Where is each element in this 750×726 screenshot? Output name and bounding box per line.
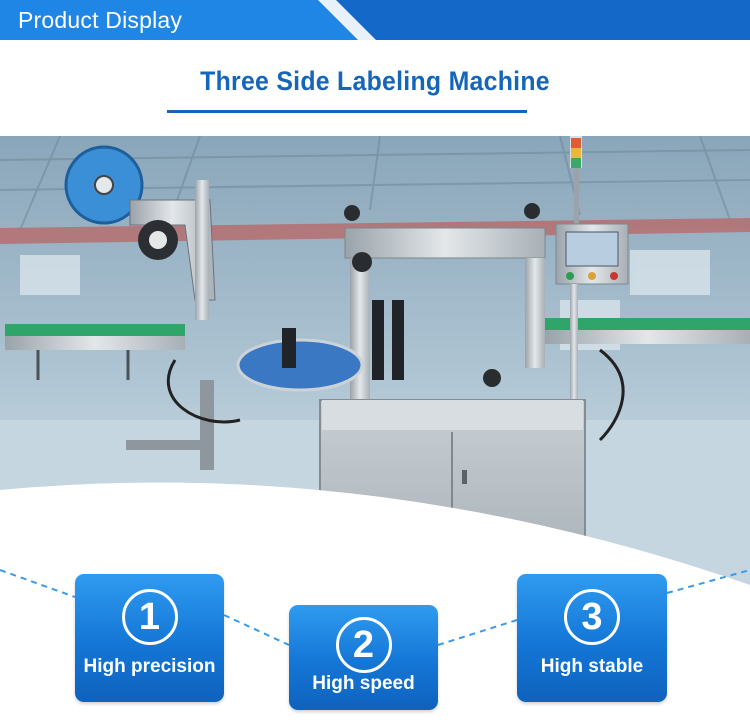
feature-badge-precision: 1 High precision [75,574,224,702]
feature-label: High precision [83,656,216,677]
header-title: Product Display [18,7,183,33]
number-badge: 2 [335,617,392,673]
feature-label: High stable [540,656,644,677]
page-title: Three Side Labeling Machine [200,66,550,96]
feature-badge-speed: 2 High speed [289,605,438,710]
title-underline [167,110,527,113]
number-badge: 3 [564,589,620,645]
feature-badge-stable: 3 High stable [517,574,667,702]
feature-label: High speed [312,673,415,694]
number-badge: 1 [121,589,178,645]
